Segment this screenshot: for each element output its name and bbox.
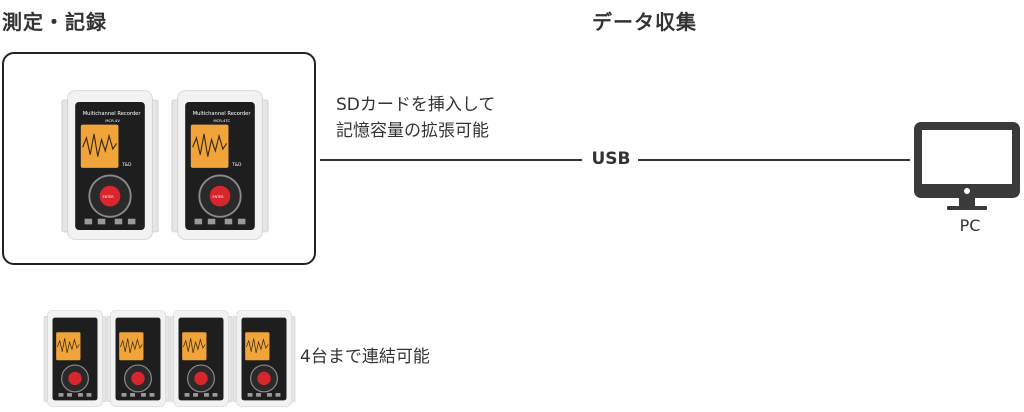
model-line-text: Multichannel Recorder (83, 111, 142, 117)
device-group-frame (2, 52, 316, 265)
model-line-text: Multichannel Recorder (193, 111, 252, 117)
sd-card-caption-line1: SDカードを挿入して (336, 95, 496, 115)
brand-text: T&D (121, 162, 131, 167)
sd-card-caption: SDカードを挿入して 記憶容量の拡張可能 (336, 92, 495, 144)
chain-caption: 4台まで連結可能 (300, 347, 430, 367)
recorder-chain-4 (232, 309, 296, 408)
recorder-chain-1 (43, 309, 107, 408)
model-a-text: MCR-4V (105, 119, 120, 123)
pc-label: PC (959, 216, 981, 235)
enter-label: ENTER (212, 195, 224, 199)
usb-connection-line-right (638, 159, 910, 161)
recorder-chain-2 (106, 309, 170, 408)
brand-text: T&D (231, 162, 241, 167)
section-title-measure-record: 測定・記録 (2, 10, 107, 34)
pc-monitor-icon (914, 122, 1020, 210)
recorder-device-right: Multichannel Recorder MCR-4TC T&D ENTER (171, 89, 269, 241)
sd-card-caption-line2: 記憶容量の拡張可能 (336, 121, 489, 141)
usb-label: USB (591, 149, 631, 169)
recorder-chain-3 (169, 309, 233, 408)
enter-label: ENTER (102, 195, 114, 199)
model-b-text: MCR-4TC (213, 119, 230, 123)
usb-connection-line-left (320, 159, 582, 161)
recorder-device-left: Multichannel Recorder MCR-4V T&D ENTER (61, 89, 159, 241)
section-title-data-collection: データ収集 (592, 10, 697, 34)
